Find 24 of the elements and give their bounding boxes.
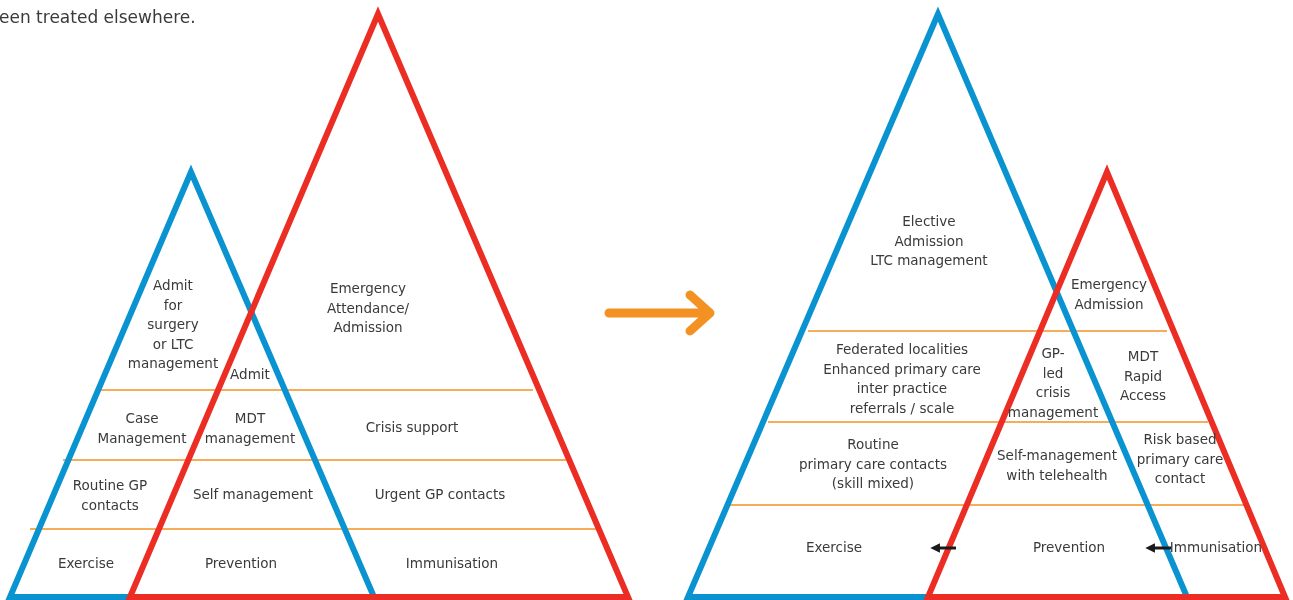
pyramid-band-label: Emergency Admission bbox=[1070, 274, 1148, 313]
pyramid-band-label: GP- led crisis management bbox=[1007, 344, 1099, 422]
pyramid-band-label: Elective Admission LTC management bbox=[870, 211, 988, 270]
pyramid-band-label: Immunisation bbox=[1169, 538, 1263, 558]
pyramid-band-label: Risk based primary care contact bbox=[1136, 429, 1224, 488]
pyramid-band-label: Prevention bbox=[204, 554, 278, 574]
pyramid-band-label: Admit bbox=[230, 365, 270, 385]
pyramid-band-label: Federated localities Enhanced primary care inter practice referrals / scale bbox=[823, 340, 981, 418]
pyramid-band-label: Crisis support bbox=[365, 418, 459, 438]
pyramid-band-label: Urgent GP contacts bbox=[374, 485, 506, 505]
pyramid-band-label: Exercise bbox=[805, 538, 863, 558]
pyramid-band-label: Routine primary care contacts (skill mixed) bbox=[798, 434, 948, 493]
body-text: een treated elsewhere. bbox=[0, 8, 196, 28]
pyramid-band-label: Self management bbox=[192, 485, 314, 505]
pyramid-band-label: Self-management with telehealth bbox=[997, 445, 1117, 484]
pyramid-band-label: Admit for surgery or LTC management bbox=[127, 276, 219, 374]
pyramid-band-label: MDT Rapid Access bbox=[1119, 346, 1167, 405]
pyramid-band-label: MDT management bbox=[204, 408, 296, 448]
pyramid-band-label: Exercise bbox=[57, 554, 115, 574]
pyramid-band-label: Emergency Attendance/ Admission bbox=[326, 278, 410, 337]
pyramid-band-label: Routine GP contacts bbox=[72, 475, 148, 514]
pyramid-band-label: Immunisation bbox=[405, 554, 499, 574]
pyramid-band-label: Prevention bbox=[1032, 538, 1106, 558]
pyramid-band-label: Case Management bbox=[97, 408, 187, 448]
